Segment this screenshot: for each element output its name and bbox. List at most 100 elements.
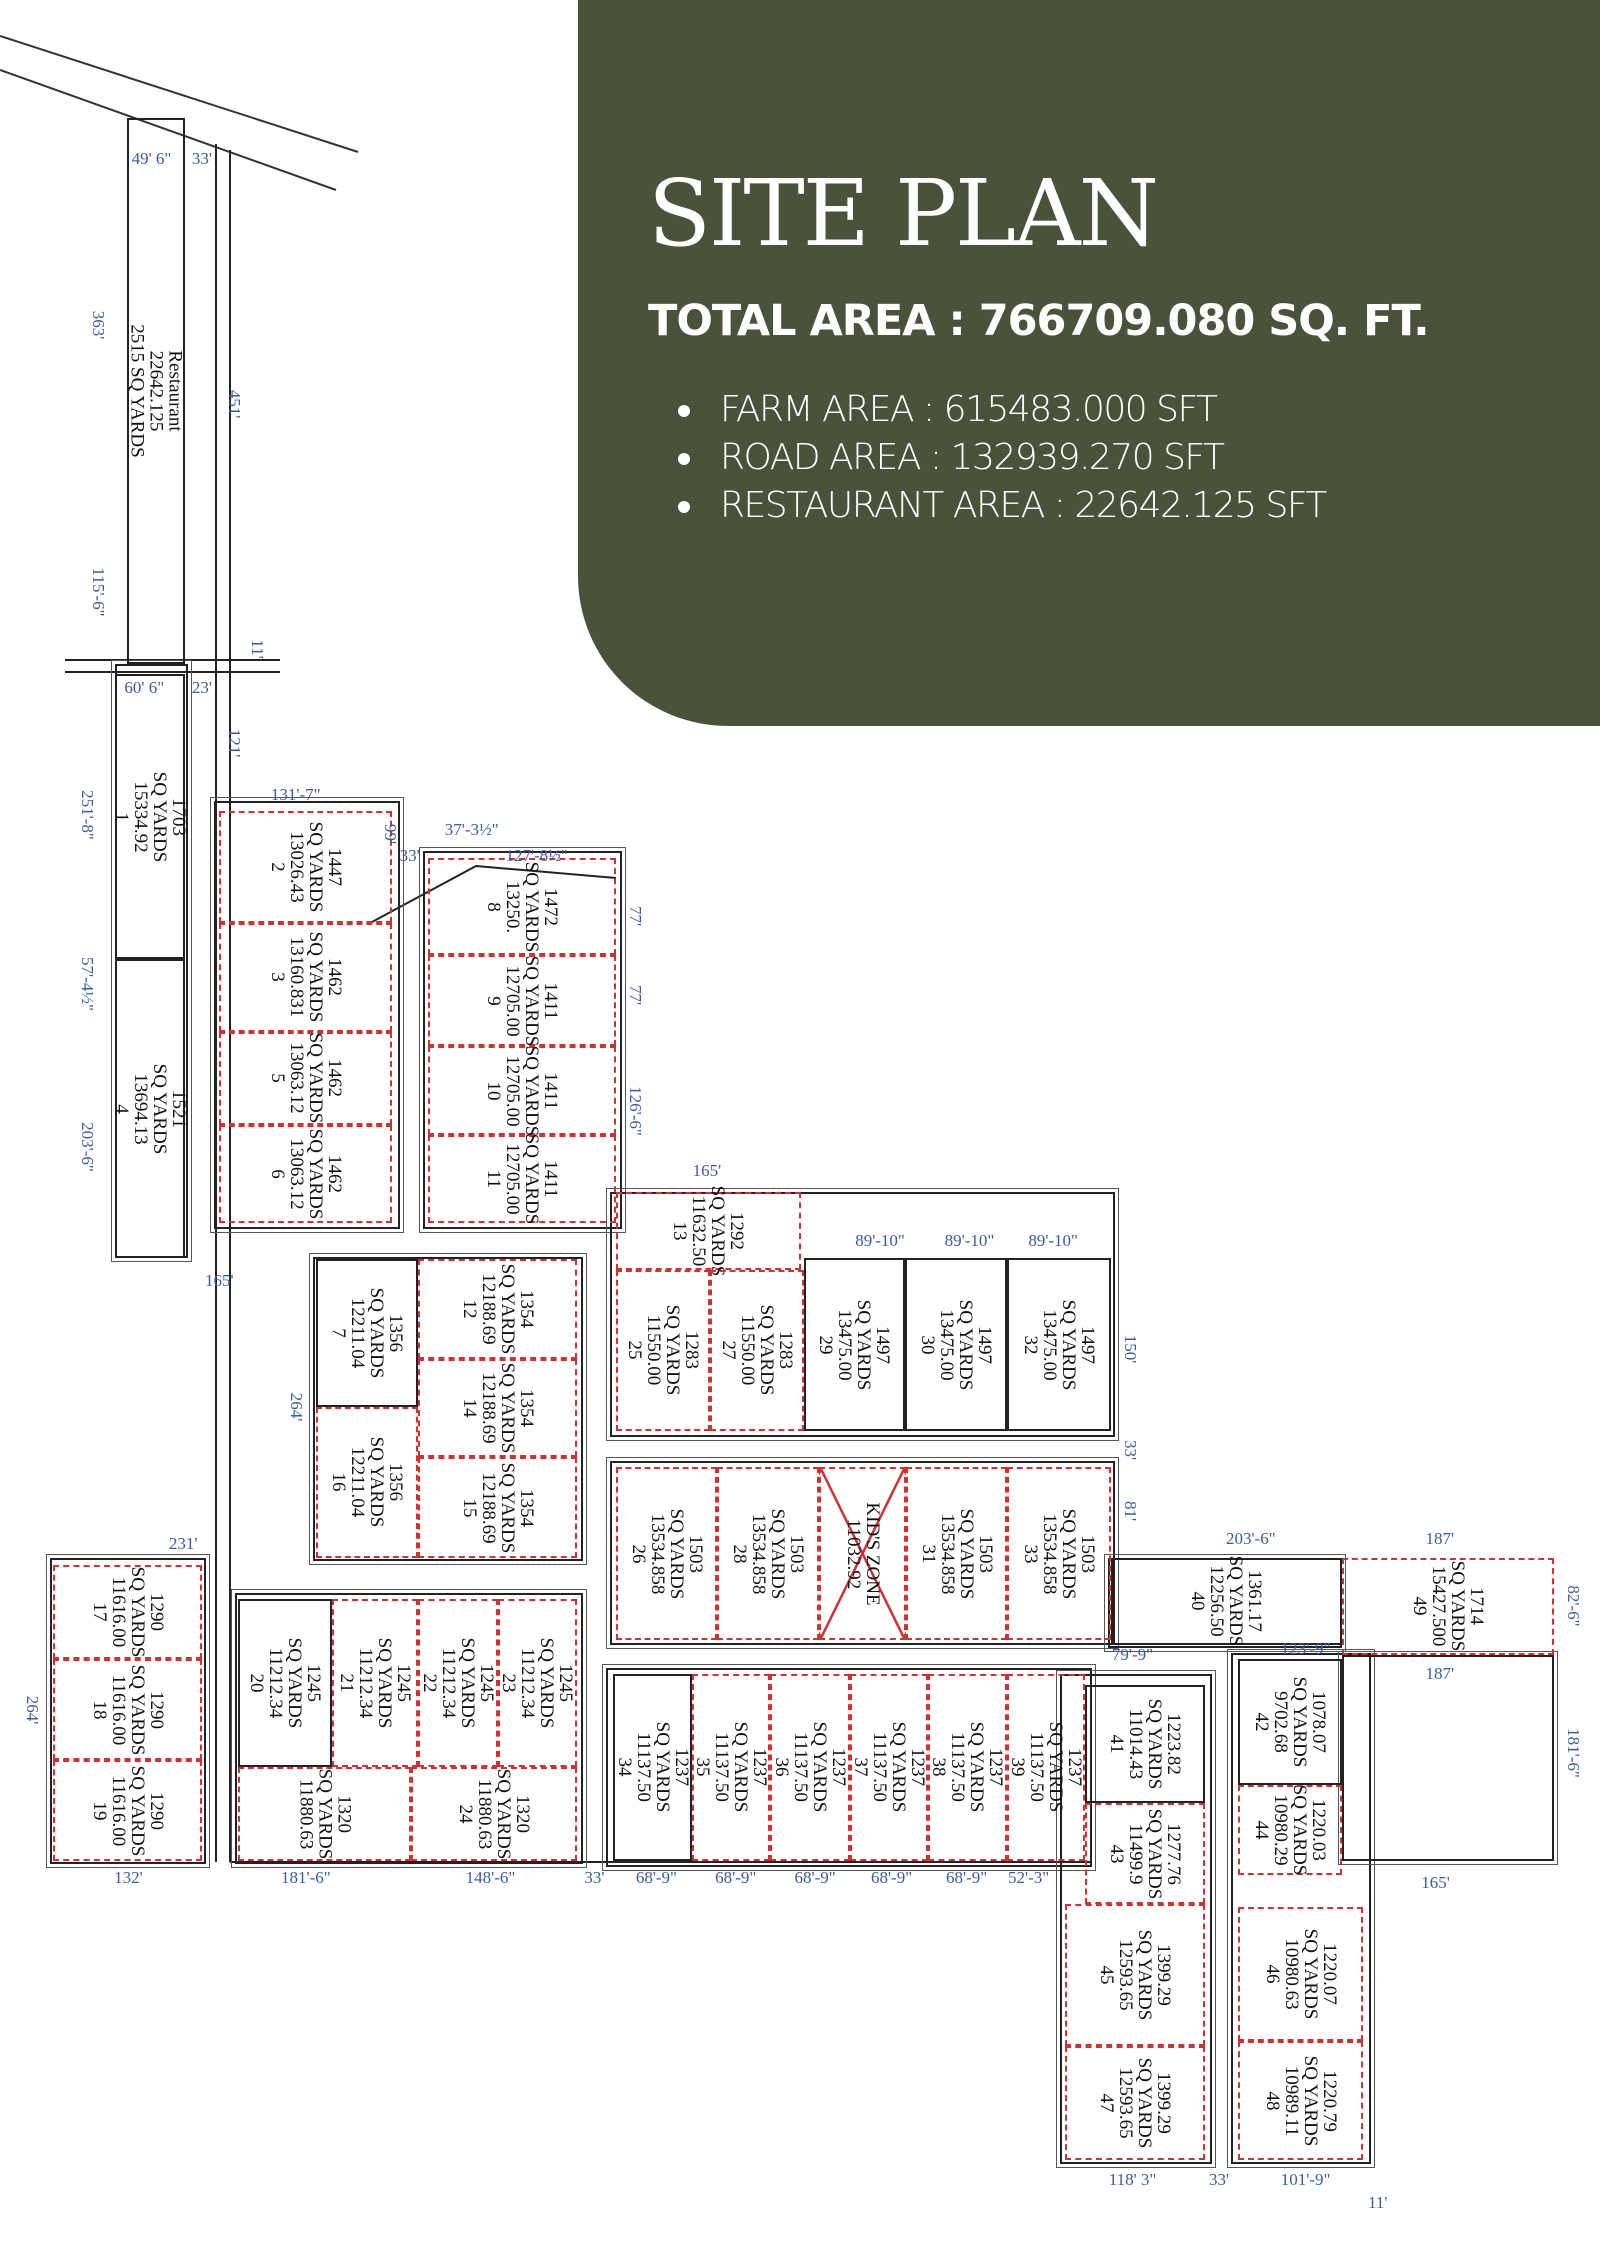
plot-area-sqft: 12188.69: [477, 1372, 499, 1444]
unit-label: SQ YARDS: [1225, 1556, 1247, 1647]
plot-area-sqft: 11499.9: [1124, 1823, 1146, 1885]
plot-number: 19: [88, 1801, 110, 1821]
dimension-label: 181'-6": [1563, 1728, 1583, 1778]
area-breakdown-list: FARM AREA : 615483.000 SFT ROAD AREA : 1…: [678, 386, 1327, 530]
dimension-label: 121': [224, 728, 244, 758]
plot-number: 21: [336, 1673, 358, 1693]
plot-number: 12: [458, 1299, 480, 1319]
plot-number: 4: [111, 1103, 133, 1114]
plot-area-sqyd: 1283: [680, 1331, 702, 1370]
plot-area-sqft: 13475.00: [1038, 1308, 1060, 1381]
plot-area-sqyd: 1354: [515, 1290, 537, 1329]
dimension-label: 132': [114, 1868, 143, 1888]
plot-number: 17: [88, 1602, 110, 1622]
plot-number: 35: [692, 1757, 714, 1777]
plot-area-sqyd: 1399.29: [1152, 2071, 1174, 2134]
dimension-label: 126'-6": [625, 1086, 645, 1136]
plot-area-sqyd: 1356: [385, 1463, 407, 1502]
dimension-label: 203'-6": [1225, 1529, 1276, 1549]
plot-area-sqft: 10980.29: [1269, 1794, 1291, 1866]
plot-number: 25: [623, 1340, 645, 1360]
plot-block-outline: [1056, 1669, 1216, 2169]
unit-label: SQ YARDS: [1446, 1561, 1468, 1652]
plot-number: 22: [419, 1673, 441, 1693]
plot-number: 6: [266, 1169, 288, 1180]
dimension-label: 89'-10": [1028, 1230, 1078, 1250]
dimension-label: 68'-9": [794, 1868, 836, 1888]
dimension-label: 123'-9": [1280, 1639, 1331, 1658]
total-area: TOTAL AREA : 766709.080 SQ. FT.: [648, 296, 1430, 346]
dimension-label: 68'-9": [870, 1868, 913, 1888]
unit-label: SQ YARDS: [1133, 2057, 1155, 2149]
plot-area-sqyd: 1223.82: [1162, 1713, 1184, 1776]
dimension-label: 99': [380, 823, 400, 844]
plot-area-sqft: 11212.34: [438, 1647, 460, 1719]
plot-area-sqyd: 1290: [145, 1791, 167, 1830]
plot-area-sqft: 12211.04: [347, 1297, 369, 1369]
plot-area-sqft: 11632.50: [688, 1195, 710, 1266]
bullet-icon: [678, 405, 690, 417]
plot-area-sqft: 13534.858: [1038, 1513, 1060, 1595]
plot-area-sqyd: 1503: [786, 1534, 808, 1573]
